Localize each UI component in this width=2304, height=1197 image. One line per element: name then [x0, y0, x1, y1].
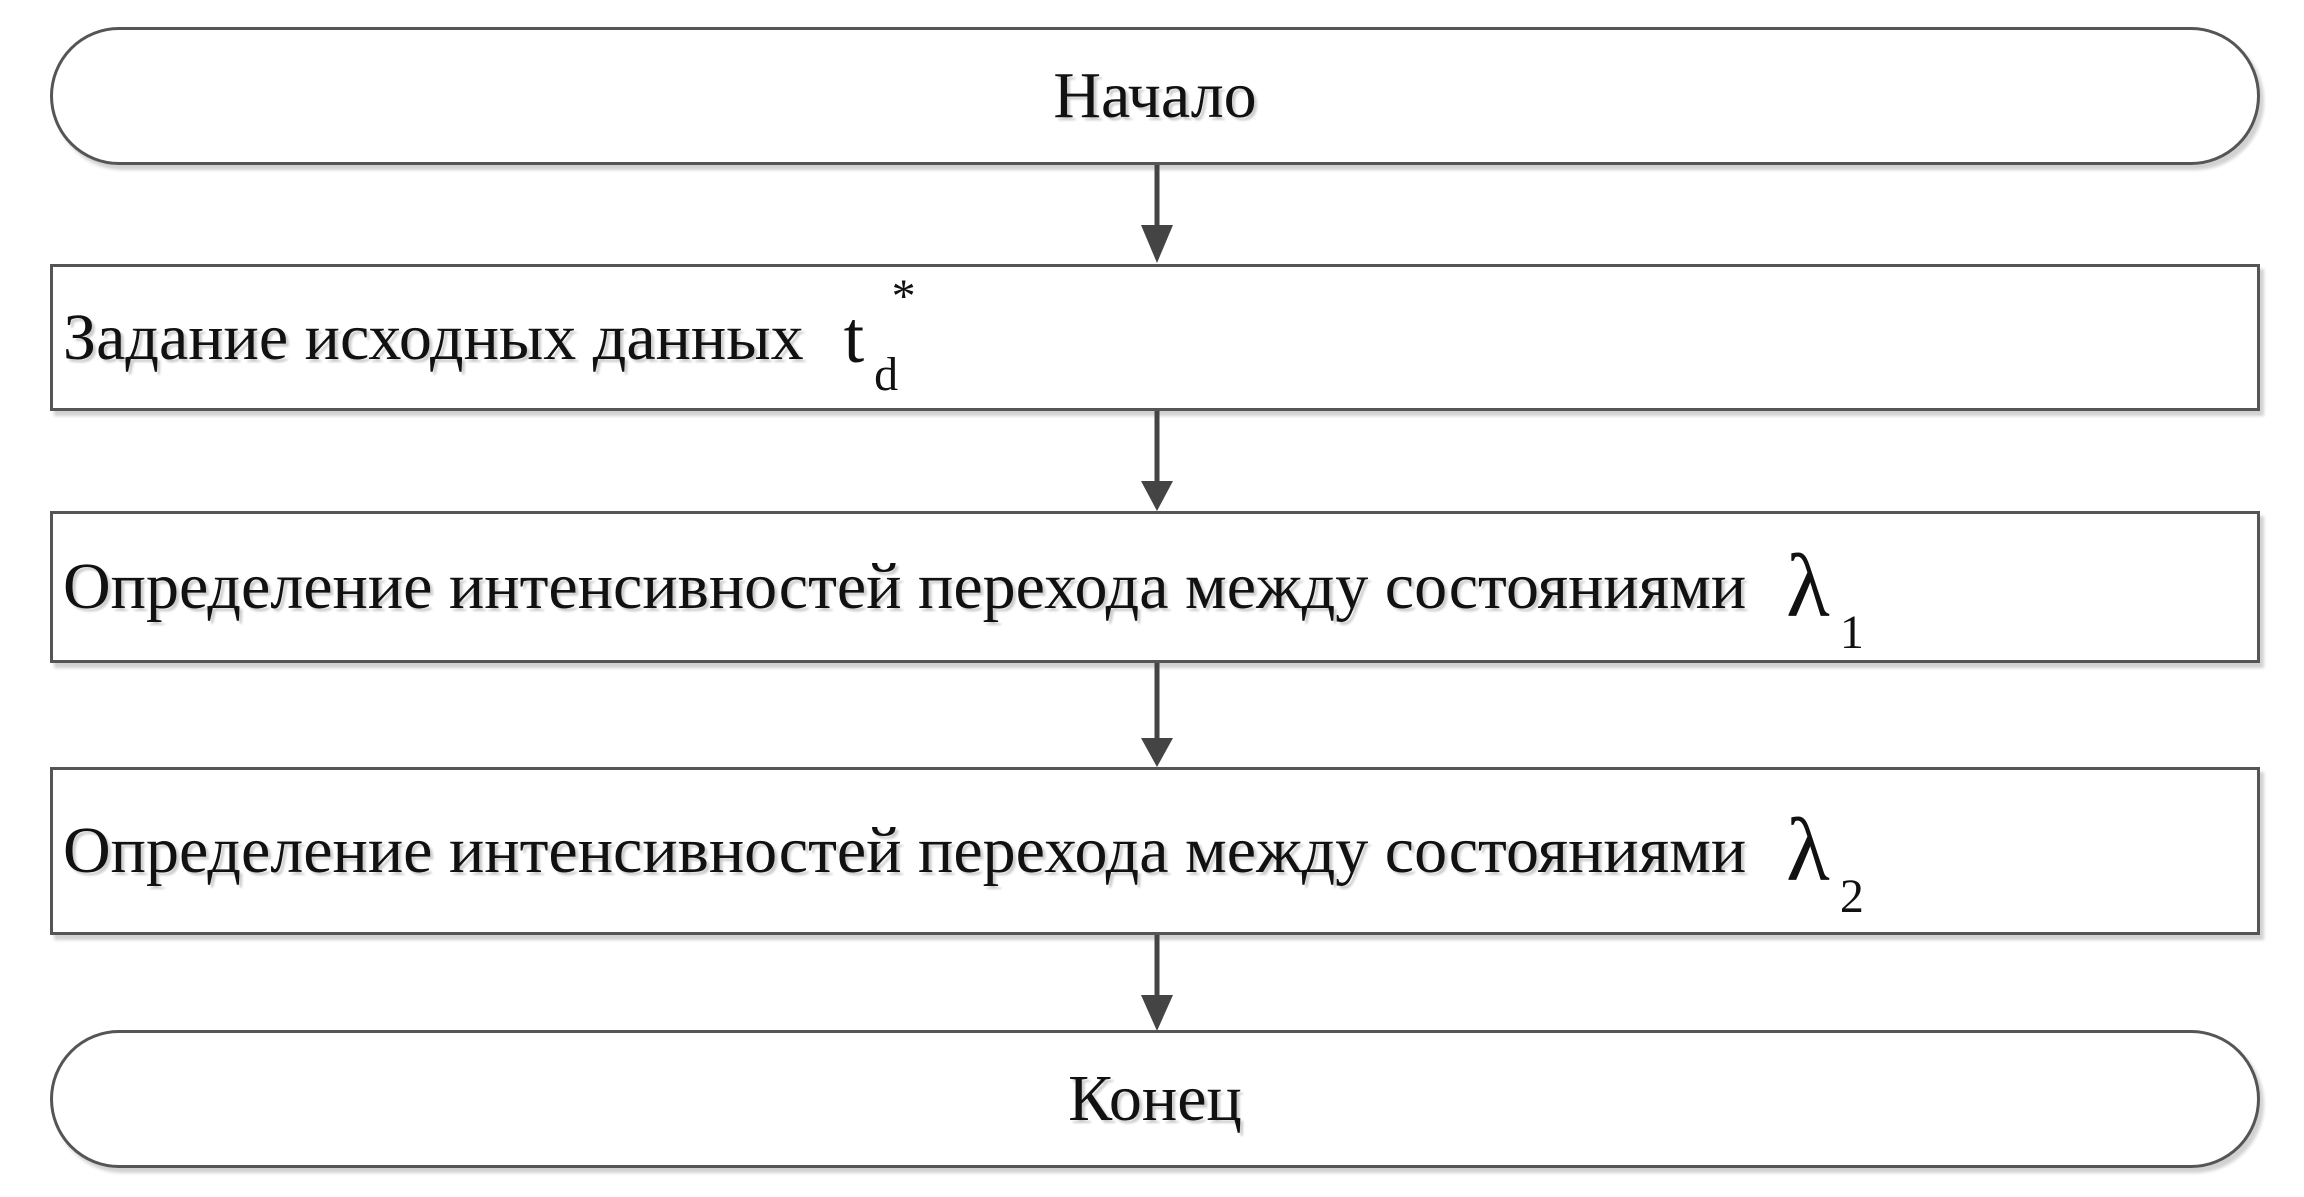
lambda-symbol: λ: [1786, 537, 1830, 636]
t-symbol: t: [843, 296, 865, 379]
start-terminal: Начало: [50, 27, 2260, 165]
step-intensity-lambda2: Определение интенсивностей перехода межд…: [50, 767, 2260, 935]
end-label: Конец: [1068, 1062, 1242, 1135]
lambda-symbol: λ: [1786, 801, 1830, 900]
d-subscript: d: [874, 347, 899, 401]
step-input-data-label: Задание исходных данных: [63, 300, 804, 374]
star-superscript: *: [891, 269, 916, 323]
start-label: Начало: [1053, 59, 1257, 132]
one-subscript: 1: [1839, 606, 1864, 659]
two-subscript: 2: [1839, 870, 1864, 923]
step-intensity-lambda2-label: Определение интенсивностей перехода межд…: [63, 814, 1747, 887]
step-intensity-lambda1-label: Определение интенсивностей перехода межд…: [63, 550, 1747, 623]
end-terminal: Конец: [50, 1030, 2260, 1168]
step-intensity-lambda1: Определение интенсивностей перехода межд…: [50, 511, 2260, 663]
